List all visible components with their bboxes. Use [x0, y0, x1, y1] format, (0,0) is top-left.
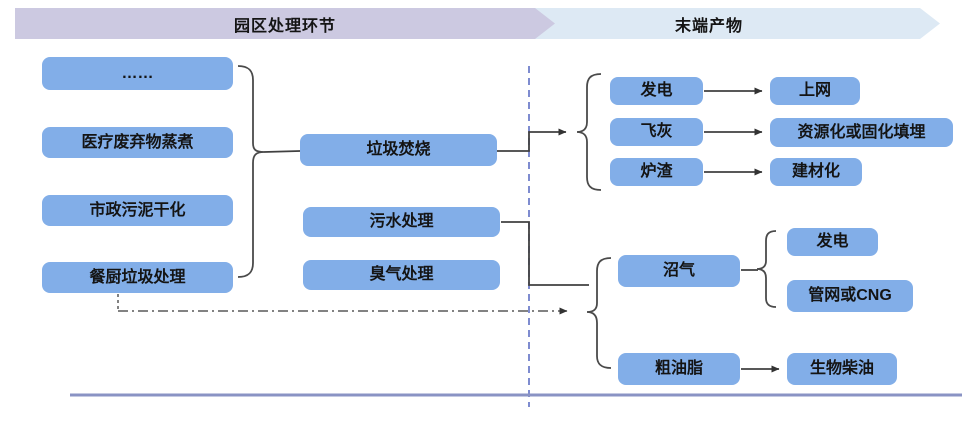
- sources-brace: [237, 65, 265, 278]
- node-municipal-sludge-drying: 市政污泥干化: [42, 195, 233, 226]
- stage-banner-right-label: 末端产物: [674, 17, 743, 35]
- node-grid-connection: 上网: [770, 77, 860, 105]
- brace-to-incineration-line: [263, 150, 301, 153]
- incineration-to-products-arrow: [497, 128, 567, 152]
- node-resource-or-solidified-landfill: 资源化或固化填埋: [770, 118, 953, 147]
- digestion-products-brace: [586, 257, 612, 369]
- node-sewage-treatment: 污水处理: [303, 207, 500, 237]
- sewage-to-digestion-line: [501, 221, 589, 286]
- node-biogas: 沼气: [618, 255, 740, 287]
- node-source-other: ……: [42, 57, 233, 90]
- node-slag: 炉渣: [610, 158, 703, 186]
- node-waste-incineration: 垃圾焚烧: [300, 134, 497, 166]
- node-odor-treatment: 臭气处理: [303, 260, 500, 290]
- node-pipeline-or-cng: 管网或CNG: [787, 280, 913, 312]
- node-medical-waste-cooking: 医疗废弃物蒸煮: [42, 127, 233, 158]
- biogas-destinations-brace: [756, 230, 777, 308]
- stage-banner-park-processing: 园区处理环节: [15, 8, 555, 39]
- node-building-materials: 建材化: [770, 158, 862, 186]
- stage-banner-end-products: 末端产物: [508, 8, 940, 39]
- node-fly-ash: 飞灰: [610, 118, 703, 146]
- stage-banner-left-label: 园区处理环节: [233, 17, 336, 35]
- node-biogas-power-generation: 发电: [787, 228, 878, 256]
- node-biodiesel: 生物柴油: [787, 353, 897, 385]
- node-power-generation: 发电: [610, 77, 703, 105]
- node-crude-grease: 粗油脂: [618, 353, 740, 385]
- incineration-products-brace: [576, 73, 602, 191]
- node-kitchen-waste-treatment: 餐厨垃圾处理: [42, 262, 233, 293]
